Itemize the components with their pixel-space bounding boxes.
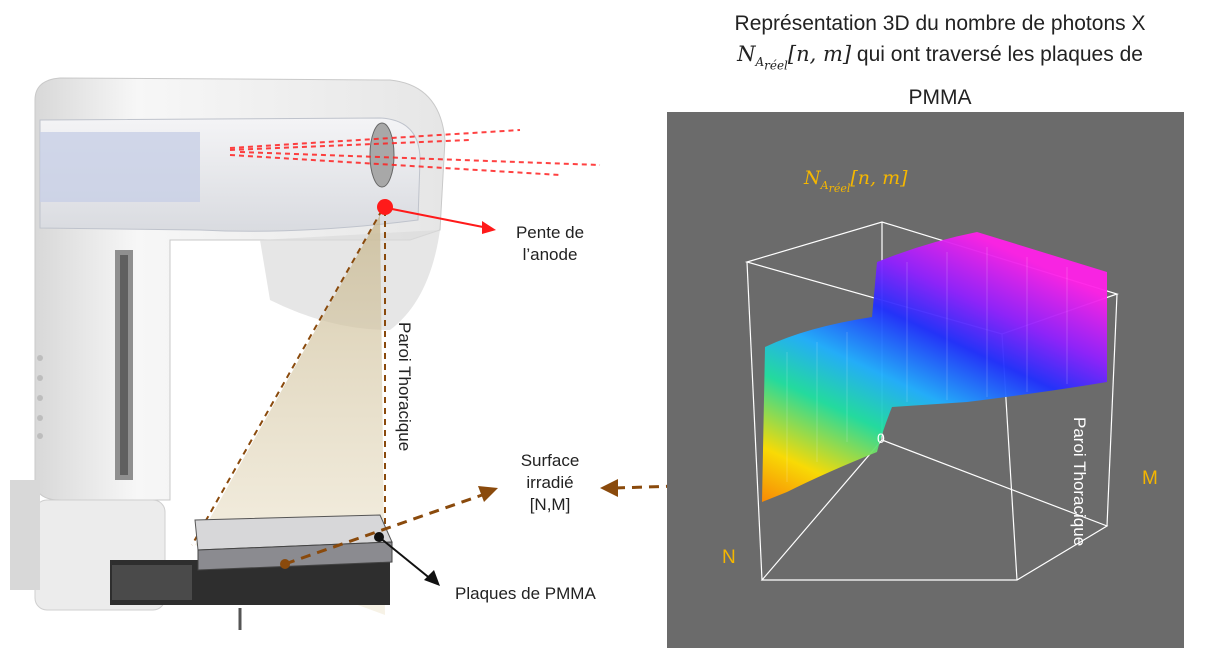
thoracic-wall-label-right: Paroi Thoracique [1070,417,1089,547]
xray-beam-lines [229,129,601,176]
side-buttons [37,355,43,439]
tube-head-panel [40,132,200,202]
axis-n-label: N [722,547,736,568]
surface-noise [786,247,1068,482]
anode-arrow [377,199,496,234]
axis-m-label: M [1142,468,1158,489]
mammography-machine-illustration [10,77,601,630]
surface-irradiated-label: Surface irradié [N,M] [520,451,580,514]
anode-slope-label: Pente de l’anode [515,223,585,264]
irradiation-cone [195,215,385,615]
origin-label: 0 [877,430,885,446]
figure-title: Représentation 3D du nombre de photons X… [690,8,1190,113]
title-symbol: NAréel[n, m] [737,42,852,73]
pmma-plates-side [197,541,393,571]
z-axis-label: NAréel[n, m] [804,167,908,195]
thoracic-wall-label-left: Paroi Thoracique [395,322,414,452]
title-line-1: Représentation 3D du nombre de photons X [734,12,1146,35]
collimator-icon [369,122,395,188]
beam-edges [191,209,386,546]
plot-3d-panel: NAréel[n, m] N M 0 Paroi Thoracique [667,112,1184,648]
anode-point-icon [377,199,393,215]
title-line-2: NAréel[n, m] qui ont traversé les plaque… [737,42,1143,73]
pmma-plates-label: Plaques de PMMA [455,584,596,603]
plot-3d-canvas [744,221,1119,581]
photon-count-surface [762,232,1107,502]
pmma-arrow [374,532,440,586]
title-line-3: PMMA [908,85,972,109]
